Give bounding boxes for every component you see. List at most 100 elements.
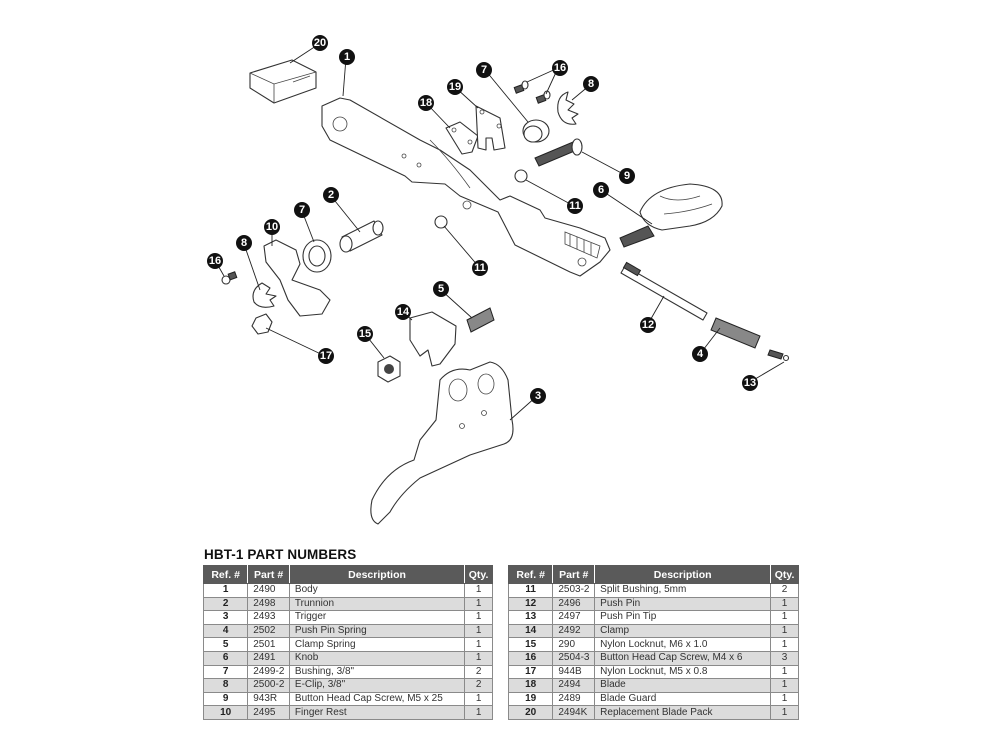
qty-cell: 1 xyxy=(464,705,493,720)
part-blade-guard xyxy=(475,105,506,151)
ref-cell: 4 xyxy=(202,623,249,639)
qty-cell: 1 xyxy=(770,596,799,612)
ref-cell: 18 xyxy=(507,678,554,693)
svg-text:17: 17 xyxy=(320,350,332,362)
ref-cell: 12 xyxy=(507,596,554,612)
qty-cell: 1 xyxy=(464,596,493,612)
qty-cell: 2 xyxy=(464,664,493,680)
part-bushing-lower xyxy=(302,239,332,273)
header-part: Part # xyxy=(552,565,596,584)
description-cell: E-Clip, 3/8" xyxy=(288,678,466,693)
description-cell: Trunnion xyxy=(288,596,466,612)
callout-6: 6 xyxy=(593,182,609,198)
qty-cell: 1 xyxy=(770,610,799,625)
ref-cell: 10 xyxy=(202,705,249,720)
qty-cell: 1 xyxy=(770,705,799,720)
part-number-cell: 2504-3 xyxy=(552,650,596,666)
part-trunnion xyxy=(339,220,384,253)
part-number-cell: 2494K xyxy=(552,705,596,720)
part-number-cell: 2489 xyxy=(552,691,596,707)
qty-cell: 1 xyxy=(464,650,493,666)
ref-cell: 2 xyxy=(202,596,249,612)
svg-text:3: 3 xyxy=(535,390,541,402)
qty-cell: 1 xyxy=(464,691,493,707)
callout-18: 18 xyxy=(418,95,434,111)
callout-9: 9 xyxy=(619,168,635,184)
description-cell: Push Pin xyxy=(594,596,772,612)
part-number-cell: 2501 xyxy=(247,637,290,652)
part-number-cell: 2503-2 xyxy=(552,583,596,598)
part-clamp xyxy=(409,311,457,367)
callout-19: 19 xyxy=(447,79,463,95)
ref-cell: 6 xyxy=(202,650,249,666)
part-number-cell: 2497 xyxy=(552,610,596,625)
part-eclip-lower xyxy=(252,282,277,308)
svg-text:11: 11 xyxy=(474,262,486,274)
part-knob xyxy=(619,183,723,248)
callout-10: 10 xyxy=(264,219,280,235)
description-cell: Push Pin Tip xyxy=(594,610,772,625)
svg-text:16: 16 xyxy=(209,255,221,267)
callout-16-lower: 16 xyxy=(207,253,223,269)
callout-11-lower: 11 xyxy=(472,260,488,276)
part-push-pin-spring xyxy=(710,317,761,349)
ref-cell: 3 xyxy=(202,610,249,625)
table-header-row: Ref. # Part # Description Qty. xyxy=(507,565,799,584)
qty-cell: 1 xyxy=(770,664,799,680)
ref-cell: 7 xyxy=(202,664,249,680)
header-qty: Qty. xyxy=(770,565,799,584)
part-blade xyxy=(445,121,479,155)
exploded-parts-diagram: 20 1 7 16 8 18 19 9 11 6 2 10 7 8 16 11 … xyxy=(207,35,790,525)
part-number-cell: 943R xyxy=(247,691,290,707)
svg-text:5: 5 xyxy=(438,283,444,295)
callout-13: 13 xyxy=(742,375,758,391)
callout-8-lower: 8 xyxy=(236,235,252,251)
qty-cell: 2 xyxy=(770,583,799,598)
description-cell: Replacement Blade Pack xyxy=(594,705,772,720)
callout-11-upper: 11 xyxy=(567,198,583,214)
part-number-cell: 2492 xyxy=(552,623,596,639)
description-cell: Clamp xyxy=(594,623,772,639)
parts-list-title: HBT-1 PART NUMBERS xyxy=(204,547,357,562)
leader-lines xyxy=(215,43,785,421)
description-cell: Blade Guard xyxy=(594,691,772,707)
callout-7-lower: 7 xyxy=(294,202,310,218)
callout-16-upper: 16 xyxy=(552,60,568,76)
part-number-cell: 2494 xyxy=(552,678,596,693)
part-clamp-spring xyxy=(466,307,495,333)
qty-cell: 1 xyxy=(770,691,799,707)
description-cell: Button Head Cap Screw, M4 x 6 xyxy=(594,650,772,666)
svg-text:16: 16 xyxy=(554,62,566,74)
svg-text:6: 6 xyxy=(598,184,604,196)
part-number-cell: 290 xyxy=(552,637,596,652)
ref-cell: 14 xyxy=(507,623,554,639)
part-number-cell: 2499-2 xyxy=(247,664,290,680)
part-locknut-m5 xyxy=(251,313,273,335)
part-push-pin xyxy=(620,261,708,321)
qty-cell: 2 xyxy=(464,678,493,693)
svg-text:11: 11 xyxy=(569,200,581,212)
description-cell: Finger Rest xyxy=(288,705,466,720)
ref-cell: 1 xyxy=(202,583,249,598)
table-header-row: Ref. # Part # Description Qty. xyxy=(202,565,493,584)
svg-text:1: 1 xyxy=(344,51,350,63)
description-cell: Split Bushing, 5mm xyxy=(594,583,772,598)
qty-cell: 1 xyxy=(464,610,493,625)
callout-15: 15 xyxy=(357,326,373,342)
svg-text:7: 7 xyxy=(481,64,487,76)
qty-cell: 1 xyxy=(464,623,493,639)
ref-cell: 9 xyxy=(202,691,249,707)
part-push-pin-tip xyxy=(767,349,790,362)
callout-12: 12 xyxy=(640,317,656,333)
qty-cell: 1 xyxy=(464,583,493,598)
